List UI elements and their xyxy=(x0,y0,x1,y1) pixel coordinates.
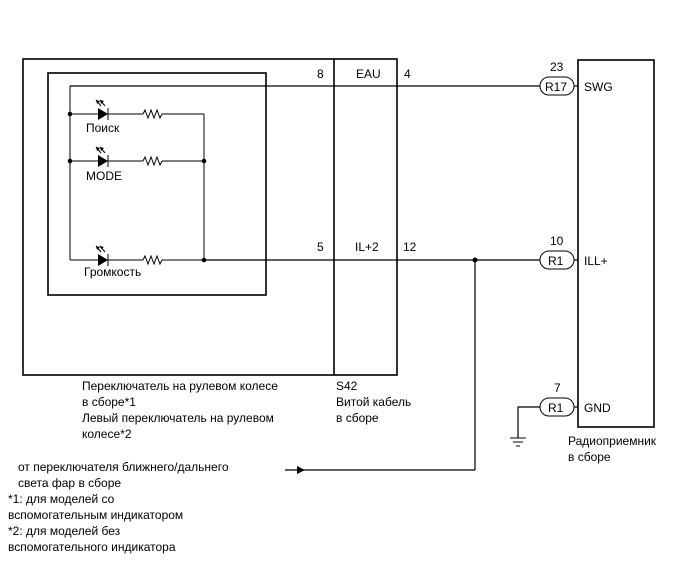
svg-text:света фар в сборе: света фар в сборе xyxy=(18,476,121,490)
terminal-ill: 10 R1 ILL+ xyxy=(539,234,608,270)
led-row-search xyxy=(67,99,204,120)
svg-text:колесе*2: колесе*2 xyxy=(82,427,132,441)
svg-text:Радиоприемник: Радиоприемник xyxy=(568,434,657,448)
svg-text:в сборе: в сборе xyxy=(568,450,611,464)
terminal-swg-name: SWG xyxy=(584,80,613,94)
svg-text:вспомогательного индикатора: вспомогательного индикатора xyxy=(8,540,176,554)
headlamp-arrow xyxy=(297,466,305,474)
svg-text:Левый переключатель на рулевом: Левый переключатель на рулевом xyxy=(82,411,274,425)
spiral-cable-caption: S42 Витой кабель в сборе xyxy=(336,379,411,425)
svg-text:в сборе: в сборе xyxy=(336,411,379,425)
svg-text:S42: S42 xyxy=(336,379,358,393)
terminal-gnd-name: GND xyxy=(584,401,611,415)
svg-text:в сборе*1: в сборе*1 xyxy=(82,395,136,409)
wire-gnd xyxy=(517,406,540,438)
led-label-search: Поиск xyxy=(86,121,120,135)
svg-text:вспомогательным индикатором: вспомогательным индикатором xyxy=(8,508,183,522)
terminal-ill-connector: R1 xyxy=(548,254,564,268)
terminal-swg-connector: R17 xyxy=(545,80,567,94)
switch-assembly-caption: Переключатель на рулевом колесе в сборе*… xyxy=(82,379,278,441)
terminal-ill-pin: 10 xyxy=(550,234,564,248)
svg-text:Витой кабель: Витой кабель xyxy=(336,395,411,409)
led-label-volume: Громкость xyxy=(84,265,141,279)
svg-text:Переключатель на рулевом колес: Переключатель на рулевом колесе xyxy=(82,379,278,393)
radio-caption: Радиоприемник в сборе xyxy=(568,434,657,464)
inner-switch-box xyxy=(47,72,267,296)
svg-text:от переключателя ближнего/даль: от переключателя ближнего/дальнего xyxy=(18,460,229,474)
signal-il2: IL+2 xyxy=(355,240,379,254)
radio-receiver-box xyxy=(577,59,655,428)
terminal-swg-pin: 23 xyxy=(550,60,564,74)
led-label-mode: MODE xyxy=(86,169,122,183)
terminal-gnd-pin: 7 xyxy=(554,381,561,395)
terminal-gnd-connector: R1 xyxy=(548,401,564,415)
terminal-gnd: 7 R1 GND xyxy=(539,381,611,417)
ground-symbol-icon xyxy=(510,437,526,447)
led-row-volume xyxy=(70,245,207,266)
pin-eau-right: 4 xyxy=(404,67,411,81)
terminal-swg: 23 R17 SWG xyxy=(539,60,613,96)
pin-eau-left: 8 xyxy=(317,67,324,81)
svg-text:*2: для моделей без: *2: для моделей без xyxy=(8,524,121,538)
pin-il2-left: 5 xyxy=(317,240,324,254)
pin-il2-right: 12 xyxy=(403,240,417,254)
svg-text:*1: для моделей со: *1: для моделей со xyxy=(8,492,115,506)
footnotes: *1: для моделей со вспомогательным индик… xyxy=(8,492,183,554)
external-source-label: от переключателя ближнего/дальнего света… xyxy=(18,460,229,490)
signal-eau: EAU xyxy=(356,67,381,81)
led-row-mode xyxy=(67,146,207,167)
terminal-ill-name: ILL+ xyxy=(584,254,608,268)
steering-switch-box xyxy=(22,58,398,376)
